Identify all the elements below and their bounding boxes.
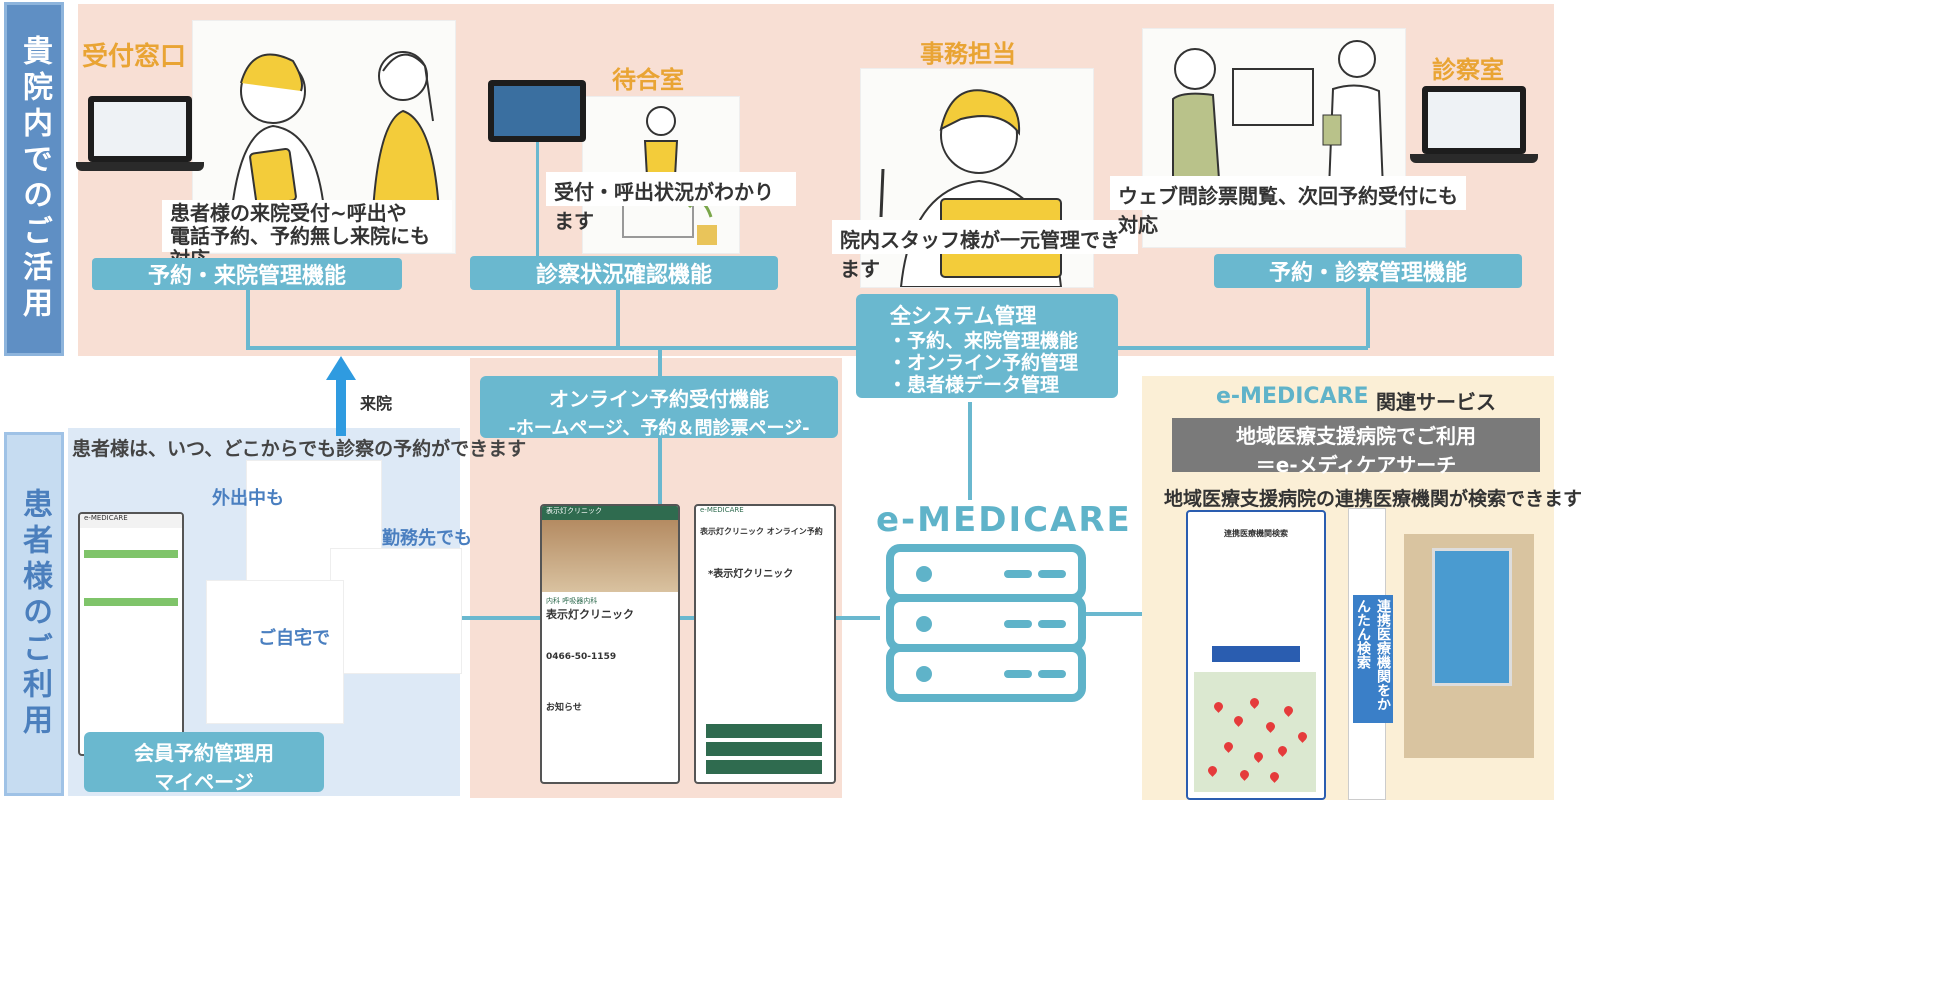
homepage-clinic-name: 表示灯クリニック <box>546 608 634 621</box>
connector-exam <box>1366 288 1370 348</box>
kiosk-photo <box>1404 534 1534 758</box>
exam-title: 診察室 <box>1432 56 1504 84</box>
work-illustration <box>330 548 462 674</box>
homepage-phone: 表示灯クリニック 内科 呼吸器内科 表示灯クリニック 0466-50-1159 … <box>540 504 680 784</box>
work-label: 勤務先でも <box>382 528 472 549</box>
visit-label: 来院 <box>360 394 393 413</box>
visit-arrow-icon <box>326 356 356 436</box>
homepage-tel: 0466-50-1159 <box>546 652 617 662</box>
server-icon <box>886 544 1086 702</box>
search-buttons <box>1212 646 1300 662</box>
homepage-dept: 内科 呼吸器内科 <box>546 597 598 605</box>
waiting-monitor <box>488 80 586 142</box>
waiting-caption: 受付・呼出状況がわかります <box>546 172 796 233</box>
home-label: ご自宅で <box>258 628 330 649</box>
system-management-box: 全システム管理 ・予約、来院管理機能 ・オンライン予約管理 ・患者様データ管理 <box>856 294 1118 398</box>
search-service-line2: ＝e-メディケアサーチ <box>1255 453 1457 477</box>
office-title: 事務担当 <box>920 40 1016 68</box>
office-staff-illustration <box>879 89 1063 287</box>
system-management-title: 全システム管理 <box>890 304 1037 328</box>
booking-title: 表示灯クリニック オンライン予約 <box>700 527 823 536</box>
reception-laptop <box>88 96 192 162</box>
related-caption: 地域医療支援病院の連携医療機関が検索できます <box>1164 488 1583 510</box>
homepage-header: 表示灯クリニック <box>542 506 678 520</box>
exam-caption: ウェブ問診票閲覧、次回予約受付にも対応 <box>1110 176 1466 237</box>
sidebar-patient: 患者様のご利用 <box>4 432 64 796</box>
home-illustration <box>206 580 344 724</box>
booking-button-3 <box>706 760 822 774</box>
emedicare-logo: e-MEDICARE <box>876 500 1132 540</box>
booking-clinic-name: *表示灯クリニック <box>708 569 794 580</box>
mypage-green-bar <box>84 550 178 558</box>
reservation-exam-function: 予約・診察管理機能 <box>1214 254 1522 288</box>
doctor-patient-illustration <box>1172 40 1385 190</box>
booking-header: e-MEDICARE <box>700 506 744 514</box>
mypage-green-bar-2 <box>84 598 178 606</box>
staff-illustration <box>231 51 441 212</box>
sidebar-in-hospital: 貴院内でのご活用 <box>4 2 64 356</box>
office-caption: 院内スタッフ様が一元管理できます <box>832 220 1138 281</box>
mypage-phone-header: e-MEDICARE <box>80 514 182 528</box>
kiosk-screen <box>1432 548 1512 686</box>
search-phone: 連携医療機関検索 <box>1186 510 1326 800</box>
mypage-line2: マイページ <box>154 770 254 794</box>
online-subtitle: -ホームページ、予約＆問診票ページ- <box>508 418 810 439</box>
connector-system-down <box>968 402 972 500</box>
booking-button-2 <box>706 742 822 756</box>
connector-related <box>1060 612 1142 616</box>
connector-reception <box>246 290 250 348</box>
search-service-line1: 地域医療支援病院でご利用 <box>1236 424 1476 448</box>
search-service-box: 地域医療支援病院でご利用 ＝e-メディケアサーチ <box>1172 418 1540 477</box>
connector-online-down <box>658 438 662 504</box>
kiosk-text: 連携医療機関をかんたん検索 <box>1353 595 1393 723</box>
system-item-2: ・オンライン予約管理 <box>888 352 1079 374</box>
mypage-line1: 会員予約管理用 <box>134 741 274 765</box>
waiting-monitor-stand <box>536 142 539 258</box>
booking-phone: e-MEDICARE 表示灯クリニック オンライン予約 *表示灯クリニック <box>694 504 836 784</box>
system-item-3: ・患者様データ管理 <box>888 374 1060 396</box>
connector-waiting <box>616 290 620 348</box>
patient-headline: 患者様は、いつ、どこからでも診察の予約ができます <box>72 438 527 460</box>
homepage-photo <box>542 520 678 592</box>
homepage-news: お知らせ <box>546 703 582 713</box>
exam-laptop-base <box>1410 154 1538 163</box>
reception-caption: 患者様の来院受付~呼出や 電話予約、予約無し来院にも対応 <box>162 200 452 271</box>
exam-status-function: 診察状況確認機能 <box>470 256 778 290</box>
reception-laptop-base <box>76 162 204 171</box>
exam-illustration <box>1142 28 1406 248</box>
outside-label: 外出中も <box>212 488 284 509</box>
server-unit-3 <box>886 644 1086 702</box>
system-item-1: ・予約、来院管理機能 <box>888 330 1079 352</box>
connector-online-up <box>658 346 662 378</box>
exam-laptop <box>1422 86 1526 154</box>
connector-main-horizontal <box>246 346 1368 350</box>
kiosk-banner: 連携医療機関をかんたん検索 <box>1348 508 1393 800</box>
related-label: 関連サービス <box>1376 390 1496 414</box>
reception-title: 受付窓口 <box>82 42 187 72</box>
online-title: オンライン予約受付機能 <box>549 387 769 411</box>
booking-button-1 <box>706 724 822 738</box>
waiting-title: 待合室 <box>612 66 684 94</box>
mypage-phone: e-MEDICARE <box>78 512 184 756</box>
online-reservation-box: オンライン予約受付機能 -ホームページ、予約＆問診票ページ- <box>480 376 838 439</box>
mypage-box: 会員予約管理用 マイページ <box>84 732 324 794</box>
reservation-visit-function: 予約・来院管理機能 <box>92 258 402 290</box>
office-illustration <box>860 68 1094 288</box>
search-map <box>1194 672 1316 792</box>
related-logo: e-MEDICARE <box>1216 384 1369 409</box>
search-phone-title: 連携医療機関検索 <box>1224 529 1288 538</box>
